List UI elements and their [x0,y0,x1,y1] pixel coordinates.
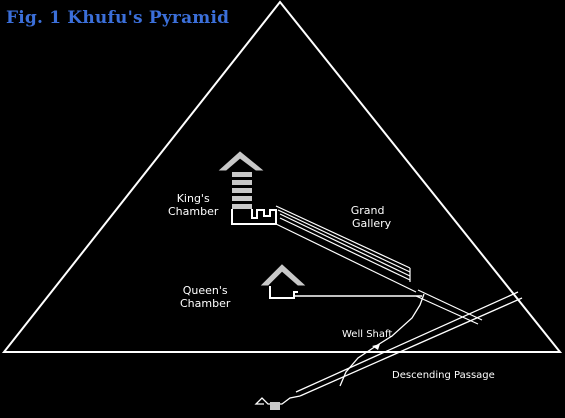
descending-passage-shaft [295,291,523,397]
subterranean-pit [270,402,280,410]
grand-gallery-label: Grand Gallery [344,204,391,230]
queens-chamber-label: Queen's Chamber [180,284,230,310]
queens-chamber-label-line1: Queen's [182,284,228,297]
pyramid-outline [1,0,563,353]
figure-title: Fig. 1 Khufu's Pyramid [6,8,230,28]
kings-chamber-label-line1: King's [176,192,210,205]
queens-chamber [260,264,306,299]
grand-gallery [275,205,417,293]
well-shaft-pointer [372,344,380,350]
kings-chamber-relieving-stack [218,151,264,209]
well-shaft [339,293,425,387]
kings-chamber-label: King's Chamber [168,192,218,218]
ascending-passage [415,289,483,325]
subterranean-chamber [254,395,301,405]
queens-chamber-label-line2: Chamber [180,297,231,310]
kings-chamber-label-line2: Chamber [168,205,219,218]
well-shaft-label: Well Shaft [342,329,393,340]
descending-passage-label: Descending Passage [392,370,495,381]
grand-gallery-label-line2: Gallery [352,217,392,230]
grand-gallery-label-line1: Grand [350,204,385,217]
kings-chamber [231,209,277,225]
